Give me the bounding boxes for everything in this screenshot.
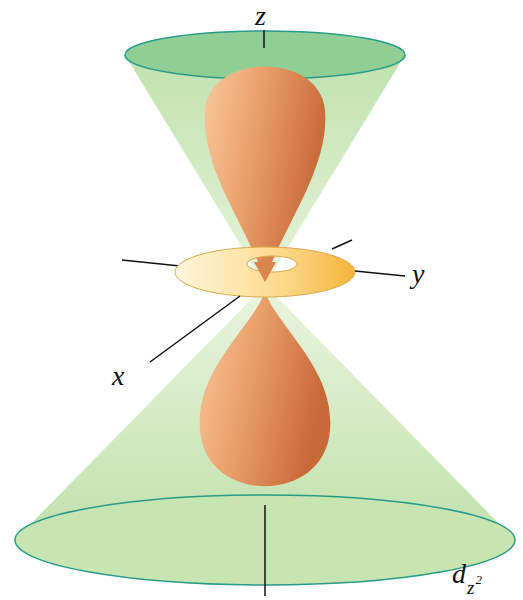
axis-label: x <box>112 362 124 390</box>
axis-label: y <box>412 260 424 288</box>
x-axis-front <box>150 296 240 362</box>
y-axis-front <box>355 271 405 276</box>
orbital-subscript: z <box>467 578 474 597</box>
lobe-tip <box>254 262 276 282</box>
orbital-superscript: 2 <box>475 573 482 586</box>
y-axis-back <box>122 260 180 266</box>
z-axis-bottom <box>264 505 266 596</box>
torus-ring <box>175 247 355 297</box>
z-axis-top <box>263 30 265 48</box>
orbital-name: d <box>452 560 466 588</box>
axis-label: z <box>255 2 266 30</box>
x-axis-back <box>332 240 352 249</box>
lower-lobe <box>200 292 331 486</box>
